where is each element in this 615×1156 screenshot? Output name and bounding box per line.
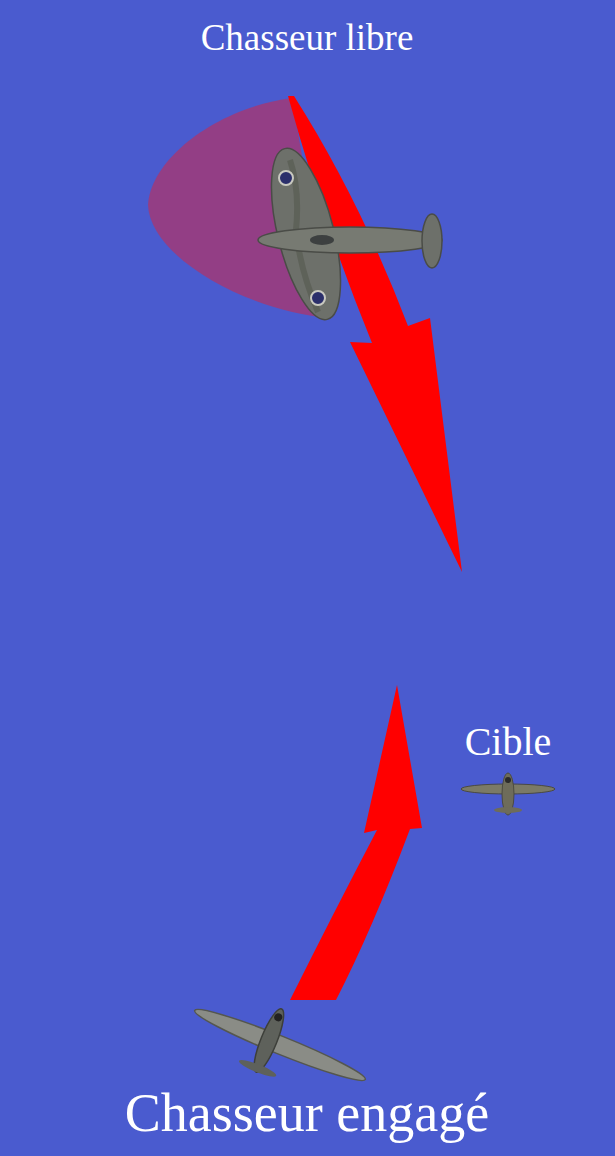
fighter-label: Chasseur engagé — [125, 1084, 489, 1143]
target-plane — [461, 773, 555, 815]
turn-arrow — [290, 685, 422, 1000]
spitfire — [258, 142, 442, 326]
fighter-label: Chasseur libre — [201, 18, 414, 59]
dive-arrow — [288, 96, 462, 572]
target-label: Cible — [465, 720, 552, 764]
